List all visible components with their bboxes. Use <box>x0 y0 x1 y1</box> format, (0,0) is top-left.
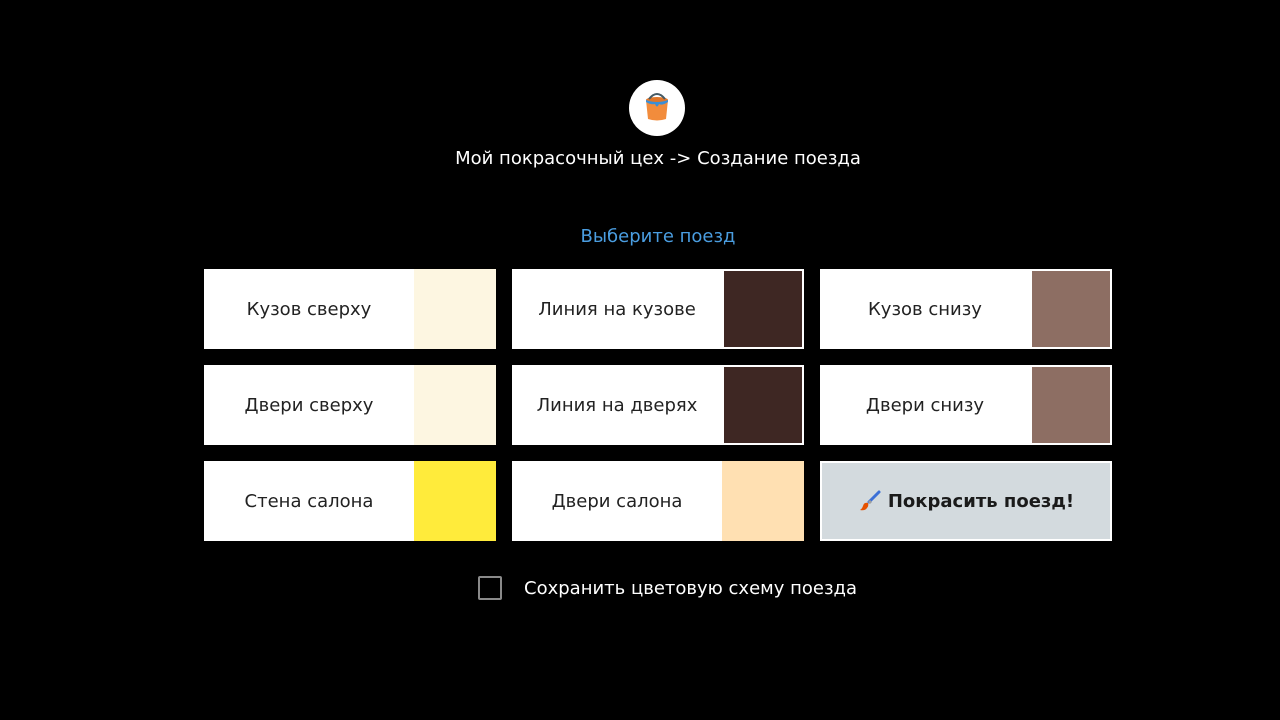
color-swatch <box>414 269 496 349</box>
tile-label: Двери салона <box>551 490 683 512</box>
tile-label: Двери сверху <box>244 394 374 416</box>
tile-cabin-doors[interactable]: Двери салона <box>512 461 804 541</box>
color-swatch <box>722 269 804 349</box>
save-scheme-label[interactable]: Сохранить цветовую схему поезда <box>524 577 858 599</box>
color-swatch <box>414 461 496 541</box>
save-scheme-checkbox[interactable] <box>478 576 502 600</box>
tile-label: Двери снизу <box>865 394 985 416</box>
color-grid: Кузов сверху Линия на кузове Кузов снизу… <box>204 269 1112 541</box>
section-title: Выберите поезд <box>580 226 736 247</box>
logo <box>629 80 685 136</box>
paintbrush-icon <box>859 490 881 511</box>
tile-body-bottom[interactable]: Кузов снизу <box>820 269 1112 349</box>
paint-bucket-icon <box>646 93 668 121</box>
color-swatch <box>722 461 804 541</box>
save-scheme-row: Сохранить цветовую схему поезда <box>478 573 857 603</box>
tile-cabin-wall[interactable]: Стена салона <box>204 461 496 541</box>
tile-label: Стена салона <box>244 490 374 512</box>
color-swatch <box>722 365 804 445</box>
tile-label: Линия на дверях <box>536 394 698 416</box>
color-swatch <box>414 365 496 445</box>
tile-body-stripe[interactable]: Линия на кузове <box>512 269 804 349</box>
tile-body-top[interactable]: Кузов сверху <box>204 269 496 349</box>
tile-label: Линия на кузове <box>538 298 696 320</box>
color-swatch <box>1030 365 1112 445</box>
tile-doors-top[interactable]: Двери сверху <box>204 365 496 445</box>
paint-button-label: Покрасить поезд! <box>887 490 1075 512</box>
breadcrumb: Мой покрасочный цех -> Создание поезда <box>455 148 861 169</box>
paint-train-button[interactable]: Покрасить поезд! <box>820 461 1112 541</box>
color-swatch <box>1030 269 1112 349</box>
tile-label: Кузов снизу <box>868 298 982 320</box>
tile-label: Кузов сверху <box>246 298 372 320</box>
tile-doors-bottom[interactable]: Двери снизу <box>820 365 1112 445</box>
tile-doors-stripe[interactable]: Линия на дверях <box>512 365 804 445</box>
